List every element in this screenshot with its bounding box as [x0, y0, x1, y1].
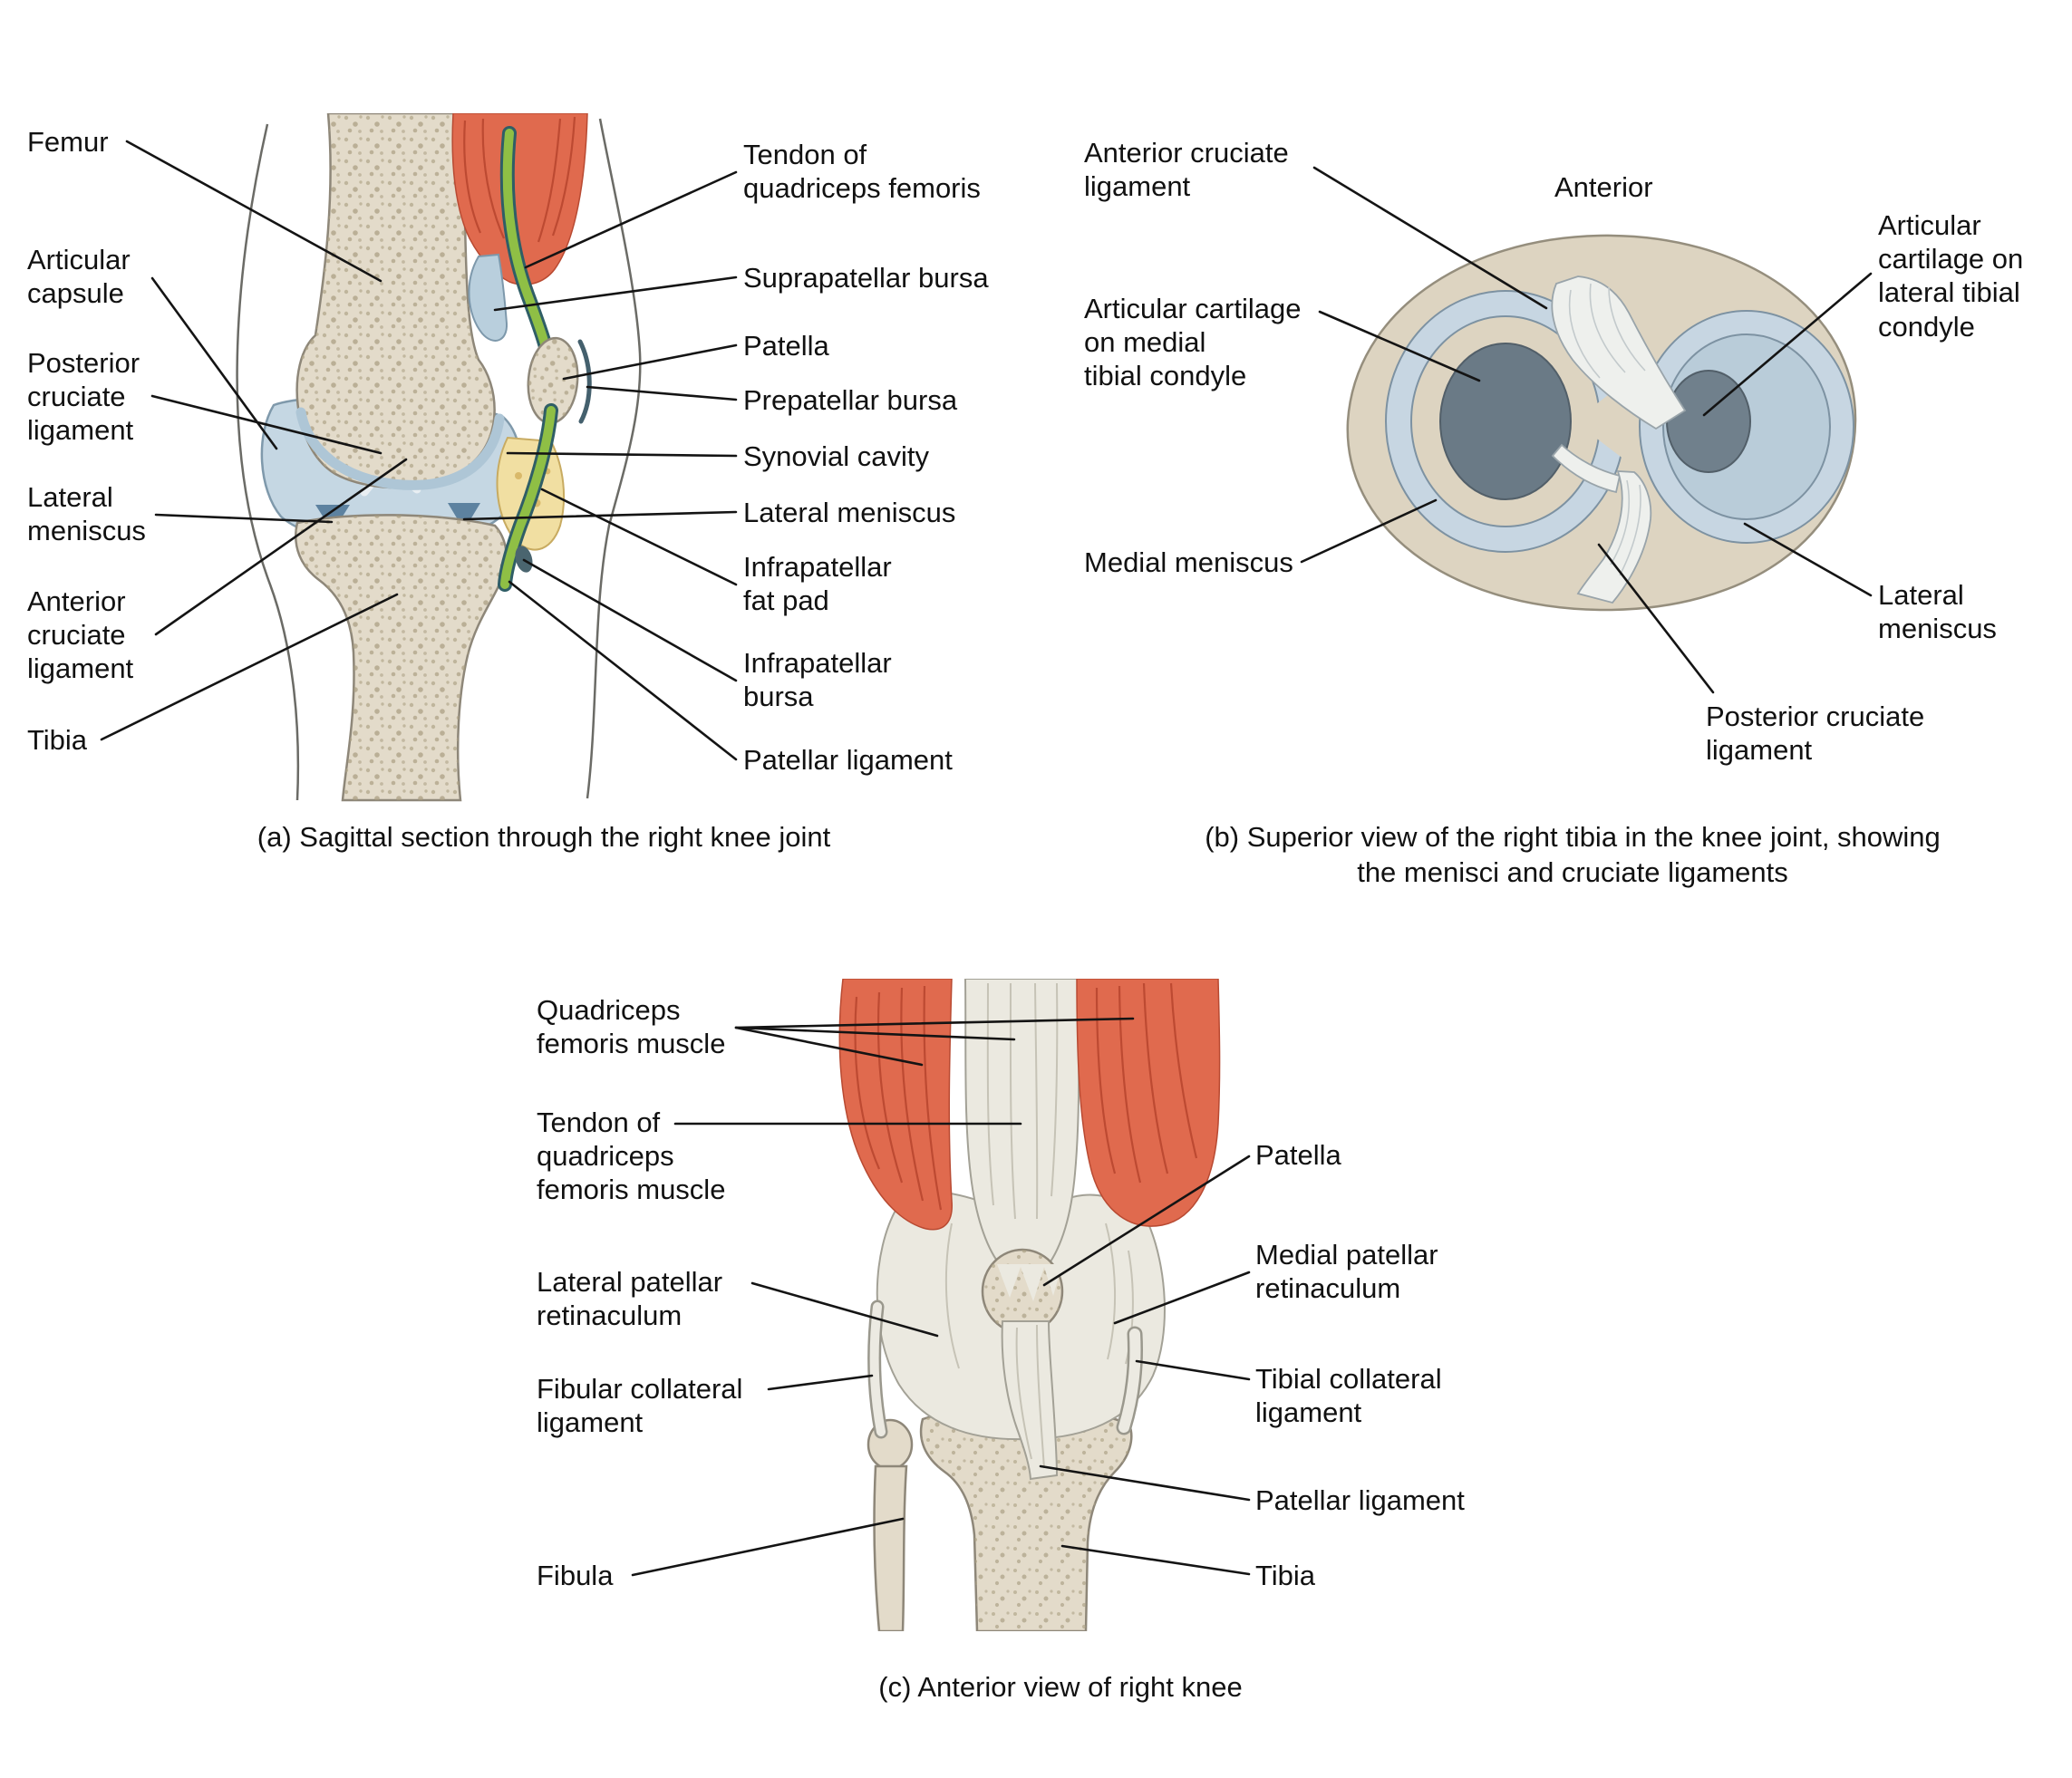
- fibula-shaft: [873, 1464, 908, 1631]
- suprapatellar-bursa-shape: [468, 253, 508, 342]
- label-fibula: Fibula: [537, 1560, 614, 1591]
- muscle-striation: [463, 120, 482, 234]
- label-lateral-patellar-retinaculum: Lateral patellar retinaculum: [537, 1266, 723, 1332]
- label-articular-cartilage-medial: Articular cartilage on medial tibial con…: [1084, 293, 1302, 392]
- muscle-striation: [1095, 987, 1117, 1174]
- tibia-trabecular-texture: [295, 515, 507, 800]
- label-tendon-of-quadriceps-femoris: Tendon of quadriceps femoris: [743, 139, 981, 205]
- caption-panel-a: (a) Sagittal section through the right k…: [257, 821, 831, 853]
- label-tendon-of-quadriceps-femoris-muscle: Tendon of quadriceps femoris muscle: [537, 1106, 726, 1206]
- label-infrapatellar-fat-pad: Infrapatellar fat pad: [743, 551, 892, 617]
- muscle-striation: [900, 987, 925, 1202]
- label-lateral-meniscus-a: Lateral meniscus: [27, 481, 146, 547]
- label-articular-capsule: Articular capsule: [27, 244, 131, 310]
- label-posterior-cruciate-ligament-b: Posterior cruciate ligament: [1706, 701, 1925, 767]
- patellar-ligament-band: [500, 406, 556, 589]
- tendon-fringe: [997, 1264, 1062, 1301]
- label-lateral-meniscus-b: Lateral meniscus: [1878, 579, 1997, 645]
- label-femur: Femur: [27, 126, 109, 158]
- ligament-striation: [1015, 1327, 1032, 1460]
- label-patellar-ligament-c: Patellar ligament: [1255, 1484, 1465, 1516]
- label-tibia-a: Tibia: [27, 724, 88, 756]
- acl-fiber-line: [1608, 286, 1646, 372]
- acl-fiber-line: [1568, 289, 1601, 379]
- label-posterior-cruciate-ligament: Posterior cruciate ligament: [27, 347, 140, 447]
- tendon-striation: [986, 982, 994, 1206]
- muscle-striation: [1142, 982, 1169, 1174]
- label-articular-cartilage-lateral: Articular cartilage on lateral tibial co…: [1878, 209, 2024, 343]
- label-lateral-meniscus-a2: Lateral meniscus: [743, 497, 956, 528]
- label-quadriceps-femoris-muscle: Quadriceps femoris muscle: [537, 994, 726, 1060]
- fat-pad-lobule: [515, 472, 522, 479]
- muscle-striation: [923, 985, 943, 1211]
- label-suprapatellar-bursa: Suprapatellar bursa: [743, 262, 989, 294]
- ligament-striation: [1036, 1324, 1045, 1469]
- label-anterior-cruciate-ligament: Anterior cruciate ligament: [27, 585, 134, 685]
- anterior-knee-illustration: [838, 979, 1221, 1631]
- label-patellar-ligament-a: Patellar ligament: [743, 744, 953, 776]
- label-synovial-cavity: Synovial cavity: [743, 440, 930, 472]
- skin-contour-anterior: [586, 118, 642, 799]
- label-fibular-collateral-ligament: Fibular collateral ligament: [537, 1373, 743, 1439]
- tibial-collateral-band: [1118, 1329, 1141, 1433]
- vastus-medialis-muscle: [1076, 979, 1221, 1227]
- medial-articular-cartilage: [1439, 343, 1572, 500]
- acl-band: [1551, 275, 1687, 430]
- lateral-articular-cartilage: [1666, 370, 1751, 473]
- caption-panel-c: (c) Anterior view of right knee: [878, 1671, 1243, 1703]
- caption-panel-b: (b) Superior view of the right tibia in …: [1205, 821, 1941, 888]
- label-anterior-orientation: Anterior: [1554, 171, 1653, 203]
- prepatellar-bursa-arc: [577, 339, 592, 424]
- label-medial-patellar-retinaculum: Medial patellar retinaculum: [1255, 1239, 1438, 1305]
- muscle-striation: [1169, 982, 1198, 1159]
- label-anterior-cruciate-ligament-b: Anterior cruciate ligament: [1084, 137, 1289, 203]
- tendon-striation: [1034, 982, 1039, 1220]
- label-patella-c: Patella: [1255, 1139, 1341, 1171]
- label-infrapatellar-bursa: Infrapatellar bursa: [743, 647, 892, 713]
- muscle-striation: [481, 118, 506, 239]
- label-prepatellar-bursa: Prepatellar bursa: [743, 384, 958, 416]
- label-tibia-c: Tibia: [1255, 1560, 1316, 1591]
- tendon-striation: [1009, 982, 1016, 1220]
- label-medial-meniscus: Medial meniscus: [1084, 546, 1293, 578]
- label-patella-a: Patella: [743, 330, 829, 362]
- quadriceps-tendon-sheet: [963, 979, 1080, 1268]
- retinaculum-fold: [944, 1222, 960, 1369]
- central-ligament-band: [1551, 443, 1622, 494]
- label-tibial-collateral-ligament: Tibial collateral ligament: [1255, 1363, 1442, 1429]
- muscle-striation: [876, 991, 904, 1184]
- tibial-plateau-illustration: [1346, 234, 1857, 612]
- acl-fiber-line: [1589, 283, 1626, 373]
- sagittal-knee-illustration: [236, 113, 642, 802]
- tibia-texture: [921, 1407, 1132, 1631]
